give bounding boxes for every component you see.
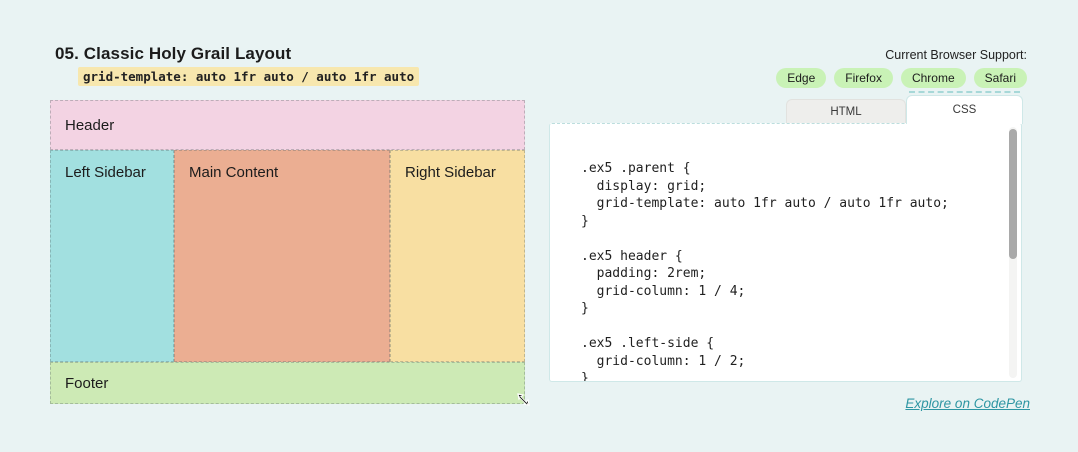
resize-handle-icon[interactable]: [515, 391, 533, 409]
demo-left-sidebar-label: Left Sidebar: [65, 164, 146, 181]
grid-template-snippet: grid-template: auto 1fr auto / auto 1fr …: [78, 67, 420, 86]
title-block: 05. Classic Holy Grail Layout grid-templ…: [55, 44, 420, 86]
tab-css[interactable]: CSS: [906, 91, 1023, 124]
demo-header-label: Header: [65, 116, 115, 134]
badge-firefox: Firefox: [834, 68, 893, 88]
badge-edge: Edge: [776, 68, 827, 88]
holy-grail-demo: Header Left Sidebar Main Content Right S…: [50, 100, 525, 404]
css-code: .ex5 .parent { display: grid; grid-templ…: [581, 161, 949, 382]
code-panel: .ex5 .parent { display: grid; grid-templ…: [549, 123, 1022, 382]
demo-footer-cell: Footer: [50, 362, 525, 404]
demo-right-sidebar-cell: Right Sidebar: [390, 150, 525, 362]
page-title: 05. Classic Holy Grail Layout: [55, 44, 292, 63]
tab-html-label: HTML: [830, 106, 862, 118]
explore-codepen-link[interactable]: Explore on CodePen: [905, 396, 1030, 411]
browser-support: Current Browser Support: Edge Firefox Ch…: [776, 48, 1027, 88]
demo-footer-label: Footer: [65, 374, 109, 392]
demo-main-content-cell: Main Content: [174, 150, 390, 362]
demo-main-content-label: Main Content: [189, 164, 279, 181]
code-scrollbar[interactable]: [1009, 127, 1017, 378]
browser-support-label: Current Browser Support:: [885, 48, 1027, 62]
tab-css-label: CSS: [952, 104, 977, 116]
tab-html[interactable]: HTML: [786, 99, 906, 124]
badge-chrome: Chrome: [900, 68, 966, 88]
demo-right-sidebar-label: Right Sidebar: [405, 164, 496, 181]
demo-header-cell: Header: [50, 100, 525, 150]
badge-safari: Safari: [973, 68, 1027, 88]
code-scrollbar-thumb[interactable]: [1009, 129, 1017, 259]
demo-left-sidebar-cell: Left Sidebar: [50, 150, 174, 362]
browser-badges: Edge Firefox Chrome Safari: [776, 68, 1027, 88]
